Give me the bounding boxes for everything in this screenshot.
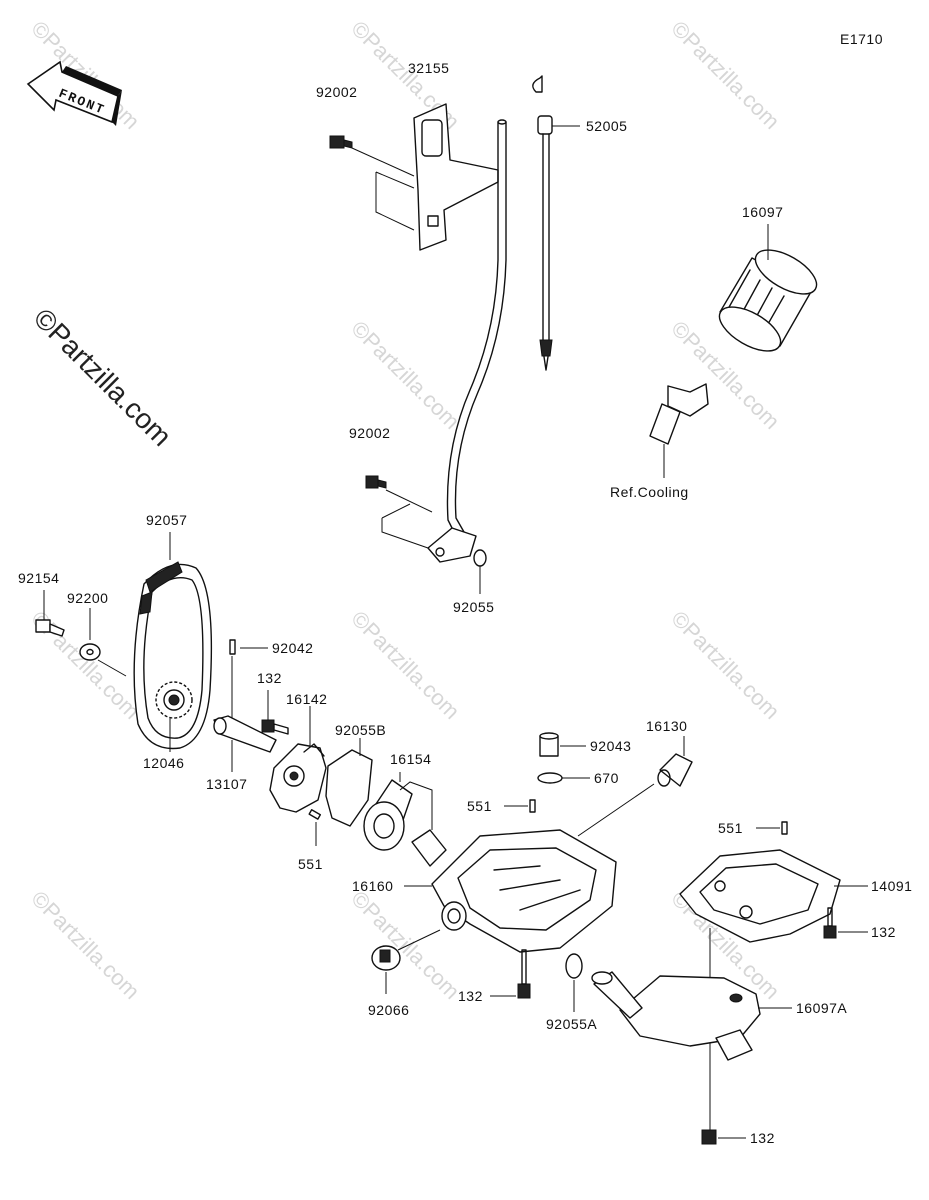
relief-valve-part (657, 753, 693, 787)
part-label: 52005 (586, 118, 627, 134)
oil-nipple-part (649, 383, 709, 445)
oil-filter-part (718, 249, 818, 352)
pin-icon (308, 809, 322, 820)
part-label: 16097 (742, 204, 783, 220)
plug-icon (371, 945, 401, 971)
part-label: 551 (718, 820, 743, 836)
sprocket-part (155, 681, 193, 719)
part-label: 670 (594, 770, 619, 786)
part-label: 551 (298, 856, 323, 872)
part-label: 14091 (871, 878, 912, 894)
bolt-icon (823, 907, 837, 939)
front-arrow-icon: FRONT (26, 60, 122, 126)
rotor-part (363, 779, 447, 867)
part-label: 132 (871, 924, 896, 940)
part-label: 132 (257, 670, 282, 686)
part-labels: 32155 92002 52005 16097 Ref.Cooling 9200… (18, 60, 912, 1146)
diagram-code: E1710 (840, 31, 883, 47)
part-label: 92055B (335, 722, 386, 738)
part-label: 92066 (368, 1002, 409, 1018)
washer-icon (79, 643, 101, 661)
part-label: 12046 (143, 755, 184, 771)
bolt-icon (365, 475, 387, 489)
part-label: 132 (458, 988, 483, 1004)
part-label: 92154 (18, 570, 59, 586)
part-label: 92055 (453, 599, 494, 615)
bolt-icon (35, 619, 65, 637)
o-ring-icon (537, 772, 563, 784)
watermark: ©Partzilla.com (666, 606, 784, 724)
gasket-part (325, 749, 373, 827)
strainer-part (591, 971, 761, 1061)
cover-part (679, 849, 841, 943)
watermark-primary: ©Partzilla.com (28, 302, 178, 452)
bolt-icon (517, 949, 531, 999)
bracket-part (413, 103, 499, 251)
watermark-layer: ©Partzilla.com ©Partzilla.com ©Partzilla… (26, 16, 784, 1004)
oil-pump-part (269, 743, 327, 813)
oil-pan-housing-part (431, 829, 617, 953)
part-label: 16160 (352, 878, 393, 894)
part-label: 92057 (146, 512, 187, 528)
bolt-icon (329, 135, 353, 149)
watermark: ©Partzilla.com (26, 886, 144, 1004)
watermark: ©Partzilla.com (666, 16, 784, 134)
part-label: 13107 (206, 776, 247, 792)
dipstick-part (532, 75, 553, 371)
watermark: ©Partzilla.com (346, 316, 464, 434)
part-label: 92055A (546, 1016, 597, 1032)
pin-icon (229, 639, 236, 655)
timing-chain-part (133, 561, 213, 750)
shaft-part (213, 715, 277, 753)
bolt-icon (261, 719, 289, 735)
o-ring-icon (473, 549, 487, 567)
part-label: 92043 (590, 738, 631, 754)
part-label: 16154 (390, 751, 431, 767)
part-label: 32155 (408, 60, 449, 76)
pin-icon (529, 799, 536, 813)
dipstick-tube (427, 119, 507, 563)
bolt-icon (701, 1129, 717, 1145)
part-label: 16142 (286, 691, 327, 707)
sleeve-icon (539, 732, 559, 757)
part-label: 92200 (67, 590, 108, 606)
part-label: 16097A (796, 1000, 847, 1016)
part-label: 132 (750, 1130, 775, 1146)
part-label: 551 (467, 798, 492, 814)
part-label: 16130 (646, 718, 687, 734)
part-label: 92042 (272, 640, 313, 656)
part-label: 92002 (316, 84, 357, 100)
pin-icon (781, 821, 788, 835)
part-label: Ref.Cooling (610, 484, 689, 500)
o-ring-icon (565, 953, 583, 979)
part-label: 92002 (349, 425, 390, 441)
watermark: ©Partzilla.com (346, 606, 464, 724)
